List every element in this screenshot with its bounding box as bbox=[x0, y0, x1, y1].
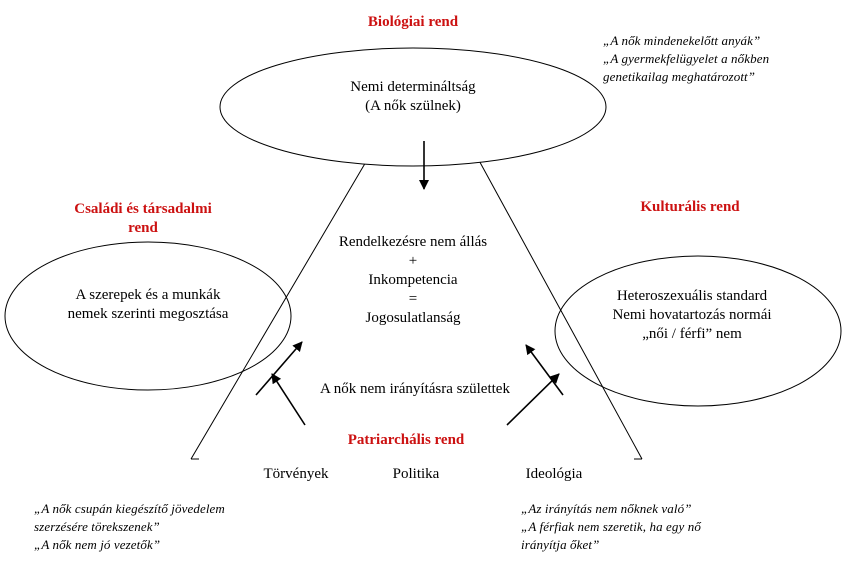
bottom-right-quote-2: „A férfiak nem szeretik, ha egy nő bbox=[521, 519, 701, 534]
family-ellipse bbox=[4, 241, 292, 391]
arrow-left-inner bbox=[271, 373, 306, 426]
cultural-ellipse-text: Heteroszexuális standard Nemi hovatartoz… bbox=[577, 287, 807, 344]
bottom-right-quote-1: „Az irányítás nem nőknek való” bbox=[521, 501, 692, 516]
patriarchal-item-3: Ideológia bbox=[525, 466, 583, 482]
center-line-1: Rendelkezésre nem állás bbox=[338, 234, 488, 250]
arrow-right-inner bbox=[506, 373, 560, 426]
biological-heading: Biológiai rend bbox=[367, 14, 459, 30]
center-line-5: Jogosulatlanság bbox=[365, 310, 461, 326]
bottom-left-quotes: „A nők csupán kiegészítő jövedelem szerz… bbox=[34, 500, 225, 554]
triangle-outline bbox=[190, 154, 643, 460]
cultural-line-3: „női / férfi” nem bbox=[642, 326, 742, 342]
cultural-line-2: Nemi hovatartozás normái bbox=[612, 307, 772, 323]
family-heading: Családi és társadalmi rend bbox=[43, 200, 243, 238]
biological-line-2: (A nők szülnek) bbox=[365, 98, 461, 114]
arrow-right-outer bbox=[525, 344, 564, 396]
patriarchal-item-2: Politika bbox=[392, 466, 440, 482]
biological-ellipse bbox=[219, 47, 607, 167]
bottom-left-quote-1: „A nők csupán kiegészítő jövedelem bbox=[34, 501, 225, 516]
family-ellipse-text: A szerepek és a munkák nemek szerinti me… bbox=[38, 286, 258, 324]
center-statement: A nők nem irányításra születtek bbox=[320, 381, 510, 397]
cultural-line-1: Heteroszexuális standard bbox=[616, 288, 768, 304]
family-line-2: nemek szerinti megosztása bbox=[67, 306, 229, 322]
family-heading-line-1: Családi és társadalmi bbox=[74, 201, 212, 217]
cultural-heading: Kulturális rend bbox=[640, 199, 740, 215]
cultural-ellipse bbox=[554, 255, 842, 407]
center-line-4: = bbox=[408, 291, 418, 307]
arrow-left-outer bbox=[255, 341, 303, 396]
biological-line-1: Nemi determináltság bbox=[350, 79, 476, 95]
biological-quote-3: genetikailag meghatározott” bbox=[603, 69, 756, 84]
center-line-3: Inkompetencia bbox=[368, 272, 458, 288]
center-line-2: + bbox=[408, 253, 418, 269]
bottom-left-quote-2: szerzésére törekszenek” bbox=[34, 519, 160, 534]
patriarchal-heading: Patriarchális rend bbox=[347, 432, 465, 448]
family-line-1: A szerepek és a munkák bbox=[75, 287, 221, 303]
bottom-right-quotes: „Az irányítás nem nőknek való” „A férfia… bbox=[521, 500, 701, 554]
patriarchal-item-1: Törvények bbox=[263, 466, 329, 482]
bottom-right-quote-3: irányítja őket” bbox=[521, 537, 600, 552]
family-heading-line-2: rend bbox=[128, 220, 158, 236]
biological-quote-1: „A nők mindenekelőtt anyák” bbox=[603, 33, 761, 48]
center-formula: Rendelkezésre nem állás + Inkompetencia … bbox=[313, 233, 513, 328]
bottom-left-quote-3: „A nők nem jó vezetők” bbox=[34, 537, 161, 552]
biological-quotes: „A nők mindenekelőtt anyák” „A gyermekfe… bbox=[603, 32, 769, 86]
biological-quote-2: „A gyermekfelügyelet a nőkben bbox=[603, 51, 770, 66]
biological-ellipse-text: Nemi determináltság (A nők szülnek) bbox=[293, 78, 533, 116]
